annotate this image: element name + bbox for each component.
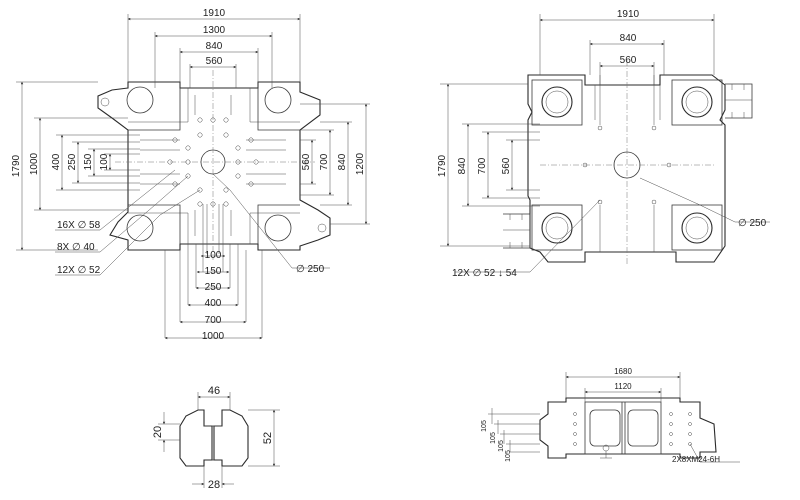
sv-callout-thread: 2X8XM24-6H xyxy=(672,455,720,464)
rv-left-dim-560: 560 xyxy=(501,157,512,174)
fv-bottom-dim-400: 400 xyxy=(205,298,222,309)
rv-top-dim-840: 840 xyxy=(620,33,637,44)
sv-dim-1680: 1680 xyxy=(614,367,632,376)
rv-callout-12x52: 12X ∅ 52 ↓ 54 xyxy=(452,268,517,279)
platen-side-view xyxy=(488,372,740,463)
fv-right-dim-840: 840 xyxy=(337,153,348,170)
fv-top-dim-840: 840 xyxy=(206,41,223,52)
sd-dim-28: 28 xyxy=(208,479,220,491)
fv-right-dim-560: 560 xyxy=(301,153,312,170)
rv-top-dim-1910: 1910 xyxy=(617,9,640,20)
rv-left-dim-1790: 1790 xyxy=(437,154,448,177)
fv-left-dim-250: 250 xyxy=(67,153,78,170)
rv-left-dim-700: 700 xyxy=(477,157,488,174)
fv-left-dim-400: 400 xyxy=(51,153,62,170)
rv-callout-250: ∅ 250 xyxy=(738,218,767,229)
fv-callout-8x40: 8X ∅ 40 xyxy=(57,242,95,253)
fv-left-dim-1000: 1000 xyxy=(29,152,40,175)
sd-dim-20: 20 xyxy=(152,426,164,438)
fv-top-dim-560: 560 xyxy=(206,56,223,67)
front-platen-view xyxy=(16,14,370,340)
sv-dim-1120: 1120 xyxy=(614,382,632,391)
fv-top-dim-1910: 1910 xyxy=(203,8,226,19)
fv-bottom-dim-100: 100 xyxy=(205,250,222,261)
fv-callout-16x58: 16X ∅ 58 xyxy=(57,220,101,231)
rear-platen-view xyxy=(440,14,770,273)
fv-bottom-dim-150: 150 xyxy=(205,266,222,277)
fv-callout-12x52: 12X ∅ 52 xyxy=(57,265,101,276)
fv-bottom-dim-250: 250 xyxy=(205,282,222,293)
sv-dim-105-a: 105 xyxy=(481,420,488,432)
fv-right-dim-1200: 1200 xyxy=(355,152,366,175)
sv-dim-105-b: 105 xyxy=(490,432,497,444)
fv-bottom-dim-700: 700 xyxy=(205,315,222,326)
rv-left-dim-840: 840 xyxy=(457,157,468,174)
sd-dim-46: 46 xyxy=(208,385,220,397)
fv-bottom-dim-1000: 1000 xyxy=(202,331,225,342)
rv-top-dim-560: 560 xyxy=(620,55,637,66)
sv-dim-105-c: 105 xyxy=(498,440,505,452)
fv-left-dim-150: 150 xyxy=(83,153,94,170)
sd-dim-52: 52 xyxy=(262,432,274,444)
t-slot-detail xyxy=(158,392,280,488)
fv-right-dim-700: 700 xyxy=(319,153,330,170)
fv-callout-250: ∅ 250 xyxy=(296,264,325,275)
fv-left-dim-1790: 1790 xyxy=(11,154,22,177)
sv-dim-105-d: 105 xyxy=(505,450,512,462)
fv-left-dim-100: 100 xyxy=(99,153,110,170)
fv-top-dim-1300: 1300 xyxy=(203,25,226,36)
